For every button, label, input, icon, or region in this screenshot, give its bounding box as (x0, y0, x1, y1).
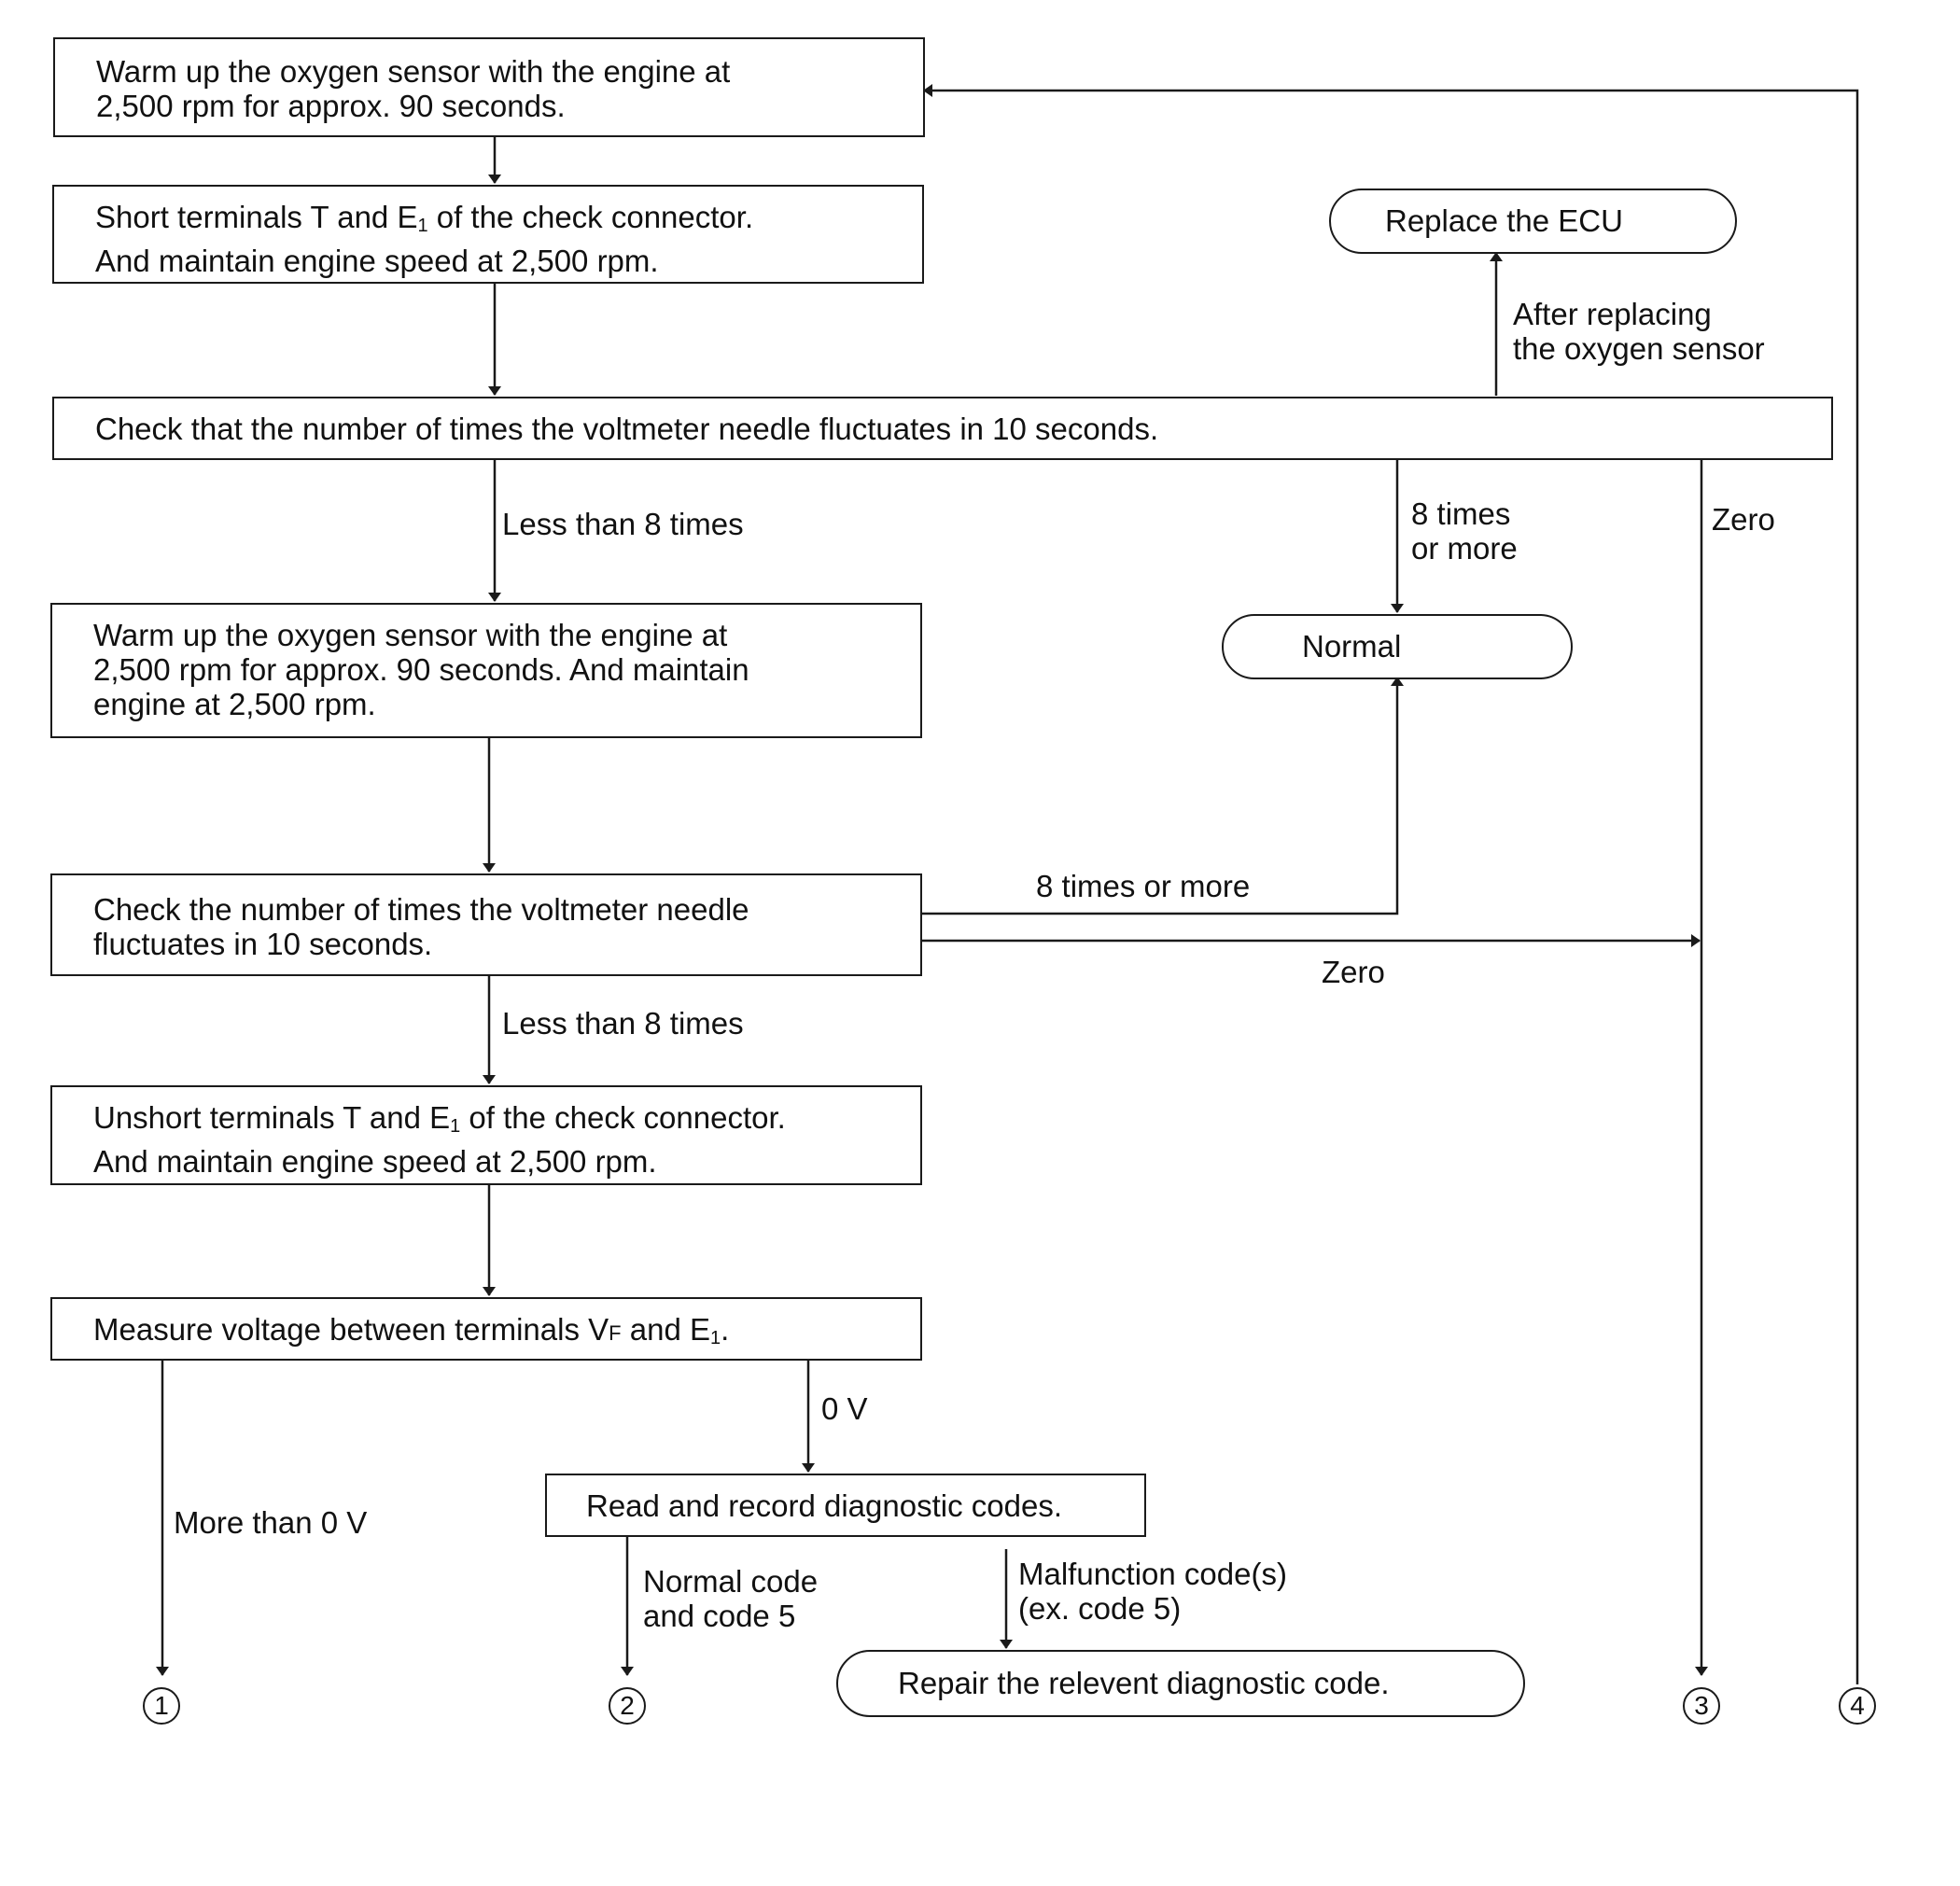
unshort-subscript: 1 (450, 1116, 461, 1137)
unshort-text-a: Unshort terminals T and E (93, 1100, 451, 1135)
more-than-zero-volt-label: More than 0 V (174, 1505, 368, 1540)
measure-text-b: and E (621, 1312, 710, 1347)
short-subscript: 1 (417, 216, 428, 236)
after-replacing-line-2: the oxygen sensor (1513, 331, 1765, 366)
warmup2-line-2: 2,500 rpm for approx. 90 seconds. And ma… (93, 652, 749, 687)
eight-or-more-label-upper: 8 times or more (1411, 496, 1518, 566)
measure-vf-subscript: F (609, 1321, 622, 1345)
warmup-sensor-box: Warm up the oxygen sensor with the engin… (53, 37, 925, 137)
warmup-maintain-box: Warm up the oxygen sensor with the engin… (50, 603, 922, 738)
measure-text-c: . (721, 1312, 730, 1347)
normal-text: Normal (1302, 629, 1402, 664)
arrow-check2-to-normal (922, 677, 1404, 915)
short-text-a: Short terminals T and E (95, 200, 418, 234)
zero-volt-label: 0 V (821, 1391, 868, 1426)
check-needle-box: Check the number of times the voltmeter … (50, 873, 922, 976)
eight-or-more-label-lower: 8 times or more (1036, 869, 1251, 903)
short-terminals-box: Short terminals T and E1 of the check co… (52, 185, 924, 284)
short-text-b: of the check connector. (427, 200, 754, 234)
short-line-1: Short terminals T and E1 of the check co… (95, 200, 913, 244)
unshort-terminals-box: Unshort terminals T and E1 of the check … (50, 1085, 922, 1185)
arrow-connector-4-to-warmup1 (923, 84, 1859, 1684)
replace-ecu-terminal: Replace the ECU (1329, 189, 1737, 254)
eight-or-more-line-1: 8 times (1411, 496, 1511, 531)
connector-4: 4 (1839, 1687, 1876, 1725)
normal-code-line-2: and code 5 (643, 1599, 796, 1633)
normal-code-line-1: Normal code (643, 1564, 819, 1599)
repair-text: Repair the relevent diagnostic code. (898, 1666, 1390, 1700)
short-line-2: And maintain engine speed at 2,500 rpm. (95, 244, 659, 278)
normal-terminal: Normal (1222, 614, 1573, 679)
malfunction-line-2: (ex. code 5) (1018, 1591, 1182, 1626)
warmup2-line-3: engine at 2,500 rpm. (93, 687, 376, 721)
connector-1: 1 (143, 1687, 180, 1725)
malfunction-code-label: Malfunction code(s) (ex. code 5) (1018, 1557, 1287, 1626)
check1-text: Check that the number of times the voltm… (95, 412, 1159, 446)
malfunction-line-1: Malfunction code(s) (1018, 1557, 1287, 1591)
warmup2-line-1: Warm up the oxygen sensor with the engin… (93, 618, 728, 652)
read-codes-box: Read and record diagnostic codes. (545, 1474, 1146, 1537)
replace-ecu-text: Replace the ECU (1385, 203, 1623, 238)
zero-label-upper: Zero (1712, 502, 1775, 537)
connector-3: 3 (1683, 1687, 1720, 1725)
less-than-8-label-lower: Less than 8 times (502, 1006, 744, 1041)
measure-text: Measure voltage between terminals VF and… (93, 1312, 911, 1356)
unshort-line-2: And maintain engine speed at 2,500 rpm. (93, 1144, 657, 1179)
read-codes-text: Read and record diagnostic codes. (586, 1488, 1062, 1523)
less-than-8-label-upper: Less than 8 times (502, 507, 744, 541)
measure-voltage-box: Measure voltage between terminals VF and… (50, 1297, 922, 1361)
normal-code-label: Normal code and code 5 (643, 1564, 818, 1633)
eight-or-more-line-2: or more (1411, 531, 1518, 566)
repair-code-terminal: Repair the relevent diagnostic code. (836, 1650, 1525, 1717)
check2-line-2: fluctuates in 10 seconds. (93, 927, 433, 961)
zero-label-lower: Zero (1322, 955, 1385, 989)
connector-2: 2 (609, 1687, 646, 1725)
warmup-line-2: 2,500 rpm for approx. 90 seconds. (96, 89, 566, 123)
check2-line-1: Check the number of times the voltmeter … (93, 892, 749, 927)
warmup-line-1: Warm up the oxygen sensor with the engin… (96, 54, 731, 89)
measure-e-subscript: 1 (710, 1328, 721, 1348)
measure-text-a: Measure voltage between terminals V (93, 1312, 609, 1347)
check-fluctuation-box: Check that the number of times the voltm… (52, 397, 1833, 460)
after-replacing-line-1: After replacing (1513, 297, 1712, 331)
unshort-text-b: of the check connector. (460, 1100, 786, 1135)
after-replacing-label: After replacing the oxygen sensor (1513, 297, 1765, 366)
unshort-line-1: Unshort terminals T and E1 of the check … (93, 1100, 911, 1144)
